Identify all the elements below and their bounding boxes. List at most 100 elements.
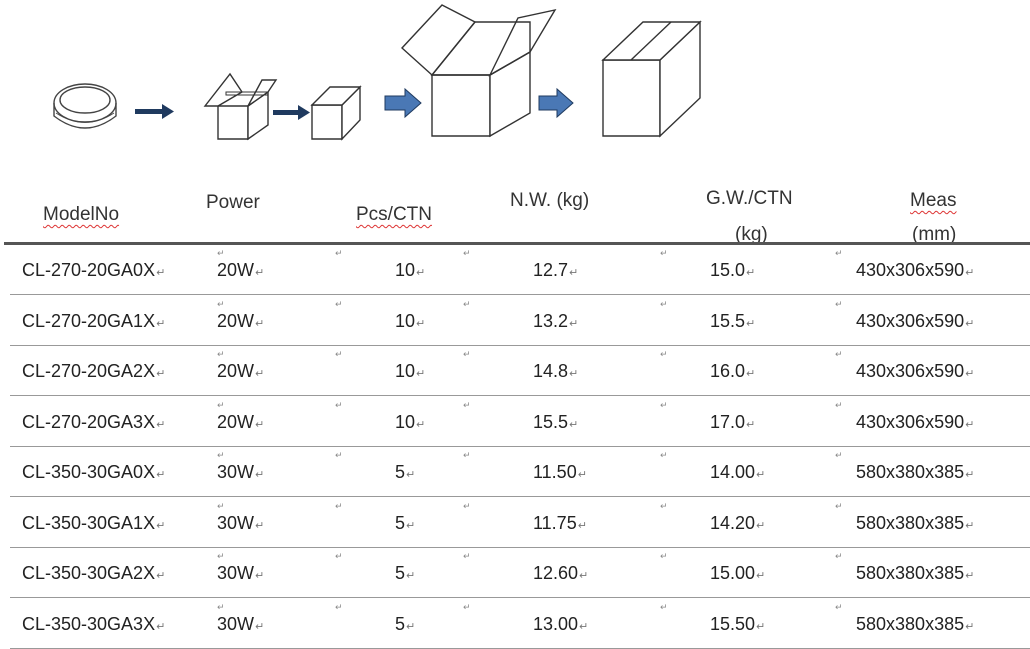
arrow-right-icon xyxy=(273,105,310,120)
paragraph-mark-icon: ↵ xyxy=(579,570,589,582)
cell-pcs-ctn-text: 5 xyxy=(395,462,406,482)
cell-measurement: 430x306x590↵ xyxy=(856,412,974,433)
paragraph-mark-icon: ↵ xyxy=(835,500,843,511)
cell-pcs-ctn: 5↵ xyxy=(395,462,415,483)
inner-box-open-icon xyxy=(203,72,278,141)
cell-measurement-text: 430x306x590 xyxy=(856,310,965,331)
cell-measurement-text: 580x380x385 xyxy=(856,512,965,533)
paragraph-mark-icon: ↵ xyxy=(746,317,756,330)
cell-net-weight-text: 12.7 xyxy=(533,260,569,280)
paragraph-mark-icon: ↵ xyxy=(416,317,426,330)
cell-power: 30W↵ xyxy=(217,614,264,635)
paragraph-mark-icon: ↵ xyxy=(660,399,668,410)
cell-model-no: CL-350-30GA0X↵ xyxy=(22,462,165,483)
header-gross-weight: G.W./CTN xyxy=(706,188,793,209)
cell-net-weight: 14.8↵ xyxy=(533,361,578,382)
cell-pcs-ctn: 10↵ xyxy=(395,311,425,332)
paragraph-mark-icon: ↵ xyxy=(335,349,343,359)
paragraph-mark-icon: ↵ xyxy=(835,349,843,359)
table-row: ↵↵↵↵↵CL-270-20GA0X↵20W↵10↵12.7↵15.0↵430x… xyxy=(0,245,1030,295)
cell-measurement-text: 430x306x590 xyxy=(856,260,965,280)
paragraph-mark-icon: ↵ xyxy=(255,267,265,279)
paragraph-mark-icon: ↵ xyxy=(577,519,587,532)
cell-model-no: CL-270-20GA0X↵ xyxy=(22,260,165,281)
table-row: ↵↵↵↵↵CL-350-30GA1X↵30W↵5↵11.75↵14.20↵580… xyxy=(0,498,1030,548)
paragraph-mark-icon: ↵ xyxy=(335,399,343,410)
paragraph-mark-icon: ↵ xyxy=(217,298,225,309)
paragraph-mark-icon: ↵ xyxy=(255,620,265,633)
table-row: ↵↵↵↵↵CL-350-30GA2X↵30W↵5↵12.60↵15.00↵580… xyxy=(0,548,1030,598)
cell-net-weight-text: 13.2 xyxy=(533,310,569,331)
paragraph-mark-icon: ↵ xyxy=(463,298,471,309)
paragraph-mark-icon: ↵ xyxy=(965,570,975,582)
paragraph-mark-icon: ↵ xyxy=(835,450,843,460)
paragraph-mark-icon: ↵ xyxy=(965,317,975,330)
cell-measurement-text: 580x380x385 xyxy=(856,563,965,583)
paragraph-mark-icon: ↵ xyxy=(156,267,166,279)
header-power: Power xyxy=(206,192,260,213)
cell-power: 30W↵ xyxy=(217,513,264,534)
cell-model-no: CL-350-30GA2X↵ xyxy=(22,563,165,584)
paragraph-mark-icon: ↵ xyxy=(217,248,225,258)
cell-measurement: 580x380x385↵ xyxy=(856,563,974,584)
cell-gross-weight-text: 17.0 xyxy=(710,411,746,432)
paragraph-mark-icon: ↵ xyxy=(835,601,843,612)
cell-pcs-ctn-text: 5 xyxy=(395,613,406,634)
paragraph-mark-icon: ↵ xyxy=(965,469,975,481)
arrow-right-icon xyxy=(538,87,574,119)
cell-gross-weight-text: 15.5 xyxy=(710,310,746,331)
paragraph-mark-icon: ↵ xyxy=(965,368,975,380)
cell-net-weight: 13.2↵ xyxy=(533,311,578,332)
paragraph-mark-icon: ↵ xyxy=(217,551,225,561)
cell-model-no-text: CL-350-30GA2X xyxy=(22,563,156,583)
paragraph-mark-icon: ↵ xyxy=(255,368,265,380)
cell-net-weight: 12.60↵ xyxy=(533,563,588,584)
cell-model-no: CL-270-20GA1X↵ xyxy=(22,311,165,332)
cell-pcs-ctn-text: 10 xyxy=(395,361,416,381)
cell-gross-weight: 16.0↵ xyxy=(710,361,755,382)
cell-model-no: CL-350-30GA1X↵ xyxy=(22,513,165,534)
arrow-right-icon xyxy=(135,104,174,119)
row-divider xyxy=(10,445,1030,447)
paragraph-mark-icon: ↵ xyxy=(835,399,843,410)
cell-net-weight: 11.75↵ xyxy=(533,513,587,534)
paragraph-mark-icon: ↵ xyxy=(965,267,975,279)
cell-net-weight: 11.50↵ xyxy=(533,462,587,483)
table-row: ↵↵↵↵↵CL-270-20GA3X↵20W↵10↵15.5↵17.0↵430x… xyxy=(0,397,1030,447)
paragraph-mark-icon: ↵ xyxy=(335,500,343,511)
cell-model-no: CL-350-30GA3X↵ xyxy=(22,614,165,635)
paragraph-mark-icon: ↵ xyxy=(406,570,416,582)
cell-power: 20W↵ xyxy=(217,361,264,382)
paragraph-mark-icon: ↵ xyxy=(156,570,166,582)
cell-gross-weight-text: 14.00 xyxy=(710,462,756,482)
cell-pcs-ctn-text: 10 xyxy=(395,260,416,280)
cell-measurement-text: 430x306x590 xyxy=(856,411,965,432)
paragraph-mark-icon: ↵ xyxy=(255,418,265,431)
cell-model-no-text: CL-350-30GA0X xyxy=(22,462,156,482)
cell-power-text: 30W xyxy=(217,613,255,634)
cell-power: 20W↵ xyxy=(217,311,264,332)
cell-power-text: 30W xyxy=(217,563,255,583)
row-divider xyxy=(10,294,1030,295)
paragraph-mark-icon: ↵ xyxy=(217,399,225,410)
paragraph-mark-icon: ↵ xyxy=(746,368,756,380)
paragraph-mark-icon: ↵ xyxy=(746,418,756,431)
cell-power-text: 20W xyxy=(217,310,255,331)
cell-gross-weight-text: 15.50 xyxy=(710,613,756,634)
paragraph-mark-icon: ↵ xyxy=(335,450,343,460)
cell-pcs-ctn: 10↵ xyxy=(395,361,425,382)
table-row: ↵↵↵↵↵CL-270-20GA2X↵20W↵10↵14.8↵16.0↵430x… xyxy=(0,346,1030,396)
cell-measurement-text: 580x380x385 xyxy=(856,613,965,634)
cell-net-weight-text: 13.00 xyxy=(533,613,579,634)
paragraph-mark-icon: ↵ xyxy=(335,248,343,258)
paragraph-mark-icon: ↵ xyxy=(156,620,166,633)
cell-model-no: CL-270-20GA3X↵ xyxy=(22,412,165,433)
paragraph-mark-icon: ↵ xyxy=(463,248,471,258)
header-measurement: Meas xyxy=(910,190,957,211)
paragraph-mark-icon: ↵ xyxy=(416,267,426,279)
arrow-right-icon xyxy=(384,87,422,119)
cell-net-weight-text: 14.8 xyxy=(533,361,569,381)
paragraph-mark-icon: ↵ xyxy=(756,519,766,532)
cell-gross-weight-text: 16.0 xyxy=(710,361,746,381)
master-carton-closed-icon xyxy=(601,20,702,138)
